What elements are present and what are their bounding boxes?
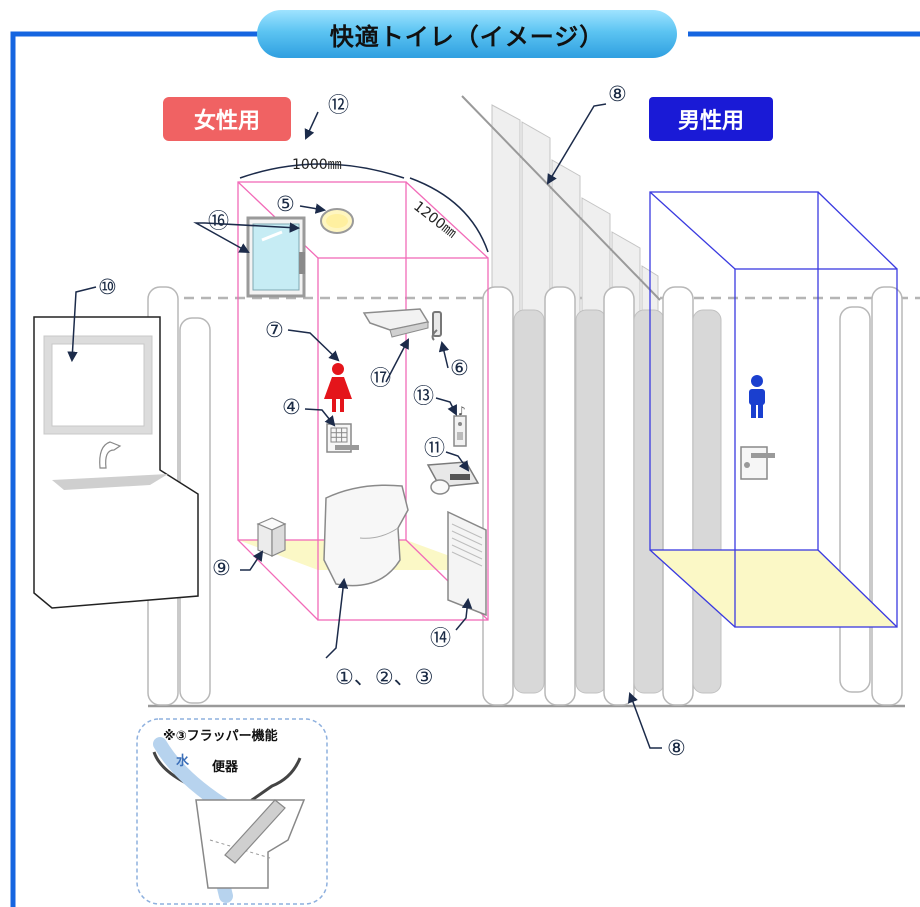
- label-8-top: ⑧: [608, 82, 627, 106]
- toilet-label: 便器: [212, 760, 239, 775]
- ceiling-light: [320, 208, 354, 234]
- page-title: 快適トイレ（イメージ）: [329, 22, 605, 51]
- female-badge: 女性用: [163, 97, 291, 141]
- title-banner: 快適トイレ（イメージ）: [257, 10, 677, 58]
- shelf: [362, 308, 430, 338]
- coat-hook: [431, 311, 442, 341]
- toilet: [323, 484, 409, 587]
- right-pillars: [839, 286, 903, 706]
- paper-holder: [426, 461, 480, 495]
- male-booth: [649, 191, 898, 628]
- label-6: ⑥: [450, 356, 469, 380]
- label-1-2-3: ①、②、③: [335, 665, 434, 689]
- label-10: ⑩: [98, 275, 117, 299]
- window: [246, 216, 306, 298]
- label-5: ⑤: [276, 192, 295, 216]
- male-restroom-sign: [749, 375, 765, 418]
- leader-arrows: [67, 103, 662, 749]
- label-7: ⑦: [265, 318, 284, 342]
- female-restroom-sign: [324, 363, 352, 412]
- emergency-call-button: ♪: [453, 404, 467, 447]
- wall-heater: [447, 510, 487, 617]
- label-14: ⑭: [430, 626, 451, 650]
- width-dimension: 1000㎜: [292, 157, 342, 173]
- label-12: ⑫: [328, 93, 349, 117]
- male-badge: 男性用: [649, 97, 773, 141]
- flapper-inset: [136, 718, 328, 905]
- label-4: ④: [282, 395, 301, 419]
- label-8-bottom: ⑧: [667, 736, 686, 760]
- male-door-lock: [740, 446, 775, 480]
- door-lock-panel: [326, 423, 359, 453]
- small-bin: [256, 517, 287, 557]
- label-17: ⑰: [370, 366, 391, 390]
- label-11: ⑪: [424, 436, 445, 460]
- label-13: ⑬: [413, 384, 434, 408]
- outer-frame: [10, 31, 920, 907]
- label-9: ⑨: [212, 556, 231, 580]
- washbasin-unit: [33, 316, 199, 609]
- vertical-panels: [482, 286, 722, 706]
- water-label: 水: [176, 754, 190, 769]
- svg-text:♪: ♪: [458, 404, 466, 418]
- label-16: ⑯: [208, 209, 229, 233]
- flapper-inset-title: ※③フラッパー機能: [163, 729, 278, 744]
